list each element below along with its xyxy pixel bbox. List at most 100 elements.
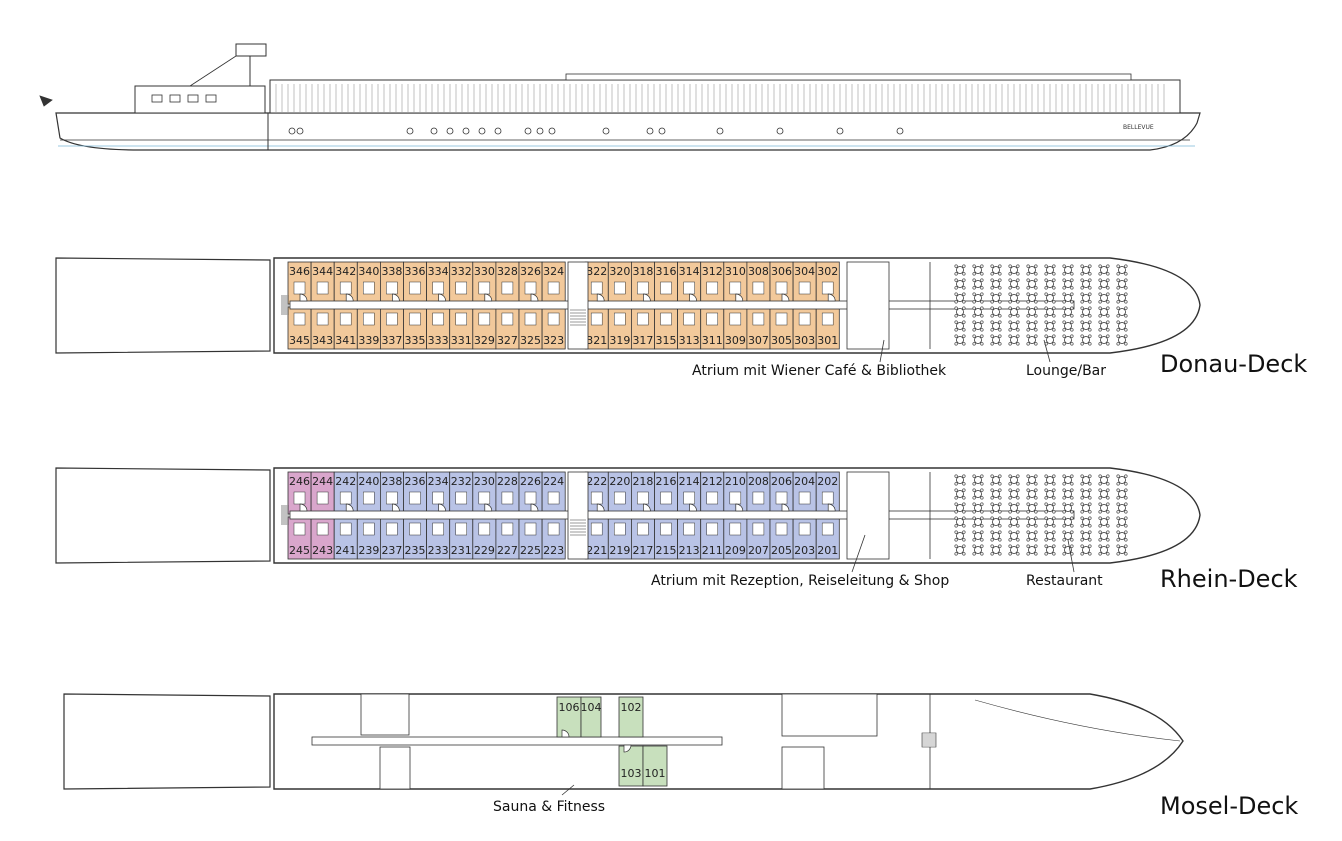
table-top <box>1100 322 1108 330</box>
corridor <box>289 300 1075 310</box>
chair <box>980 264 984 268</box>
chair <box>1062 538 1066 542</box>
chair <box>1106 530 1110 534</box>
chair <box>1062 334 1066 338</box>
chair <box>1016 516 1020 520</box>
cabin <box>580 696 602 738</box>
cabin-number: 334 <box>428 265 449 278</box>
table-top <box>1010 546 1018 554</box>
chair <box>954 482 958 486</box>
chair <box>972 474 976 478</box>
cabin-number: 228 <box>497 475 518 488</box>
table-icon <box>1026 488 1038 500</box>
table-icon <box>1098 278 1110 290</box>
table-top <box>1028 322 1036 330</box>
cabin-number: 305 <box>771 334 792 347</box>
chair <box>1044 552 1048 556</box>
chair <box>1034 314 1038 318</box>
door-swing <box>438 503 446 512</box>
chair <box>998 488 1002 492</box>
chair <box>962 516 966 520</box>
chair <box>1116 516 1120 520</box>
cabin-number: 221 <box>586 544 607 557</box>
table-icon <box>1008 474 1020 486</box>
table-top <box>1046 336 1054 344</box>
chair <box>1026 286 1030 290</box>
chair <box>1116 496 1120 500</box>
table-top <box>1064 532 1072 540</box>
cabin-number: 218 <box>632 475 653 488</box>
chair <box>1080 306 1084 310</box>
table-icon <box>1080 516 1092 528</box>
table-top <box>1028 308 1036 316</box>
table-icon <box>972 502 984 514</box>
bathroom <box>432 281 444 295</box>
cabin-number: 322 <box>586 265 607 278</box>
chair <box>1080 538 1084 542</box>
cabin-number: 338 <box>381 265 402 278</box>
table-icon <box>1008 264 1020 276</box>
chair <box>1034 530 1038 534</box>
table-top <box>974 336 982 344</box>
bathroom <box>590 522 603 536</box>
chair <box>1034 264 1038 268</box>
chair <box>1088 292 1092 296</box>
bathroom <box>660 312 672 326</box>
table-icon <box>1008 292 1020 304</box>
chair <box>972 510 976 514</box>
chair <box>998 300 1002 304</box>
cabin-number: 343 <box>312 334 333 347</box>
chair <box>1052 306 1056 310</box>
chair <box>954 488 958 492</box>
chair <box>1106 320 1110 324</box>
chair <box>954 474 958 478</box>
bathroom <box>683 522 695 536</box>
chair <box>1016 482 1020 486</box>
chair <box>1026 538 1030 542</box>
table-icon <box>1026 530 1038 542</box>
chair <box>972 264 976 268</box>
chair <box>1116 278 1120 282</box>
chair <box>1044 496 1048 500</box>
chair <box>1008 552 1012 556</box>
chair <box>1106 292 1110 296</box>
chair <box>1034 538 1038 542</box>
table-top <box>992 490 1000 498</box>
chair <box>1088 544 1092 548</box>
table-icon <box>1044 474 1056 486</box>
donau-atrium-label: Atrium mit Wiener Café & Bibliothek <box>692 363 947 379</box>
chair <box>1124 306 1128 310</box>
chair <box>1088 530 1092 534</box>
door-swing <box>781 503 790 512</box>
cabin-number: 220 <box>609 475 630 488</box>
chair <box>1044 474 1048 478</box>
cabin-number: 321 <box>586 334 607 347</box>
table-top <box>1046 504 1054 512</box>
table-top <box>956 504 964 512</box>
chair <box>1062 544 1066 548</box>
door-swing <box>530 503 539 512</box>
chair <box>1044 320 1048 324</box>
chair <box>972 300 976 304</box>
porthole <box>296 127 304 135</box>
porthole <box>288 127 296 135</box>
bathroom <box>660 522 672 536</box>
cabin <box>642 745 668 787</box>
chair <box>1052 278 1056 282</box>
cabin-number: 337 <box>381 334 402 347</box>
bathroom <box>547 281 560 295</box>
chair <box>954 342 958 346</box>
chair <box>1080 496 1084 500</box>
room <box>781 693 878 737</box>
chair <box>1062 342 1066 346</box>
bathroom <box>339 281 352 295</box>
table-icon <box>1116 488 1128 500</box>
table-icon <box>1044 530 1056 542</box>
table-icon <box>1008 516 1020 528</box>
porthole <box>446 127 454 135</box>
chair <box>1026 320 1030 324</box>
chair <box>1016 272 1020 276</box>
table-icon <box>1116 502 1128 514</box>
table-top <box>1082 490 1090 498</box>
